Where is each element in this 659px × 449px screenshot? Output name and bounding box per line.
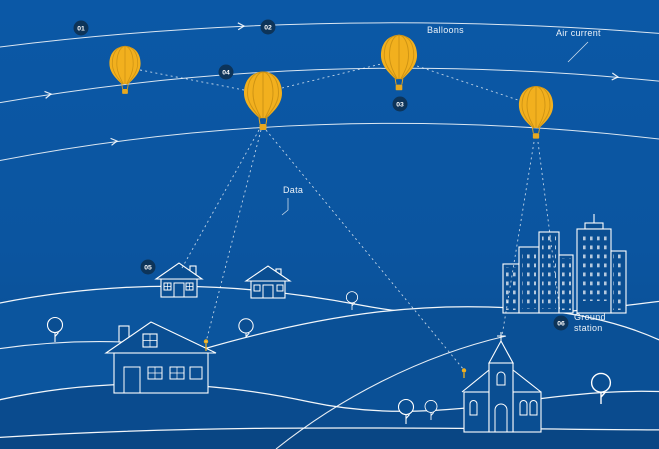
marker-05: 05 <box>140 259 156 275</box>
arrow-icon <box>44 90 53 99</box>
marker-04: 04 <box>218 64 234 80</box>
ground-station-label-line2: station <box>574 323 603 333</box>
air-current-lines <box>0 22 659 161</box>
marker-05-label: 05 <box>144 264 152 271</box>
marker-01-label: 01 <box>77 25 85 32</box>
church-icon <box>461 332 542 433</box>
air-current-arrow-icons <box>44 22 620 146</box>
air-current-label: Air current <box>556 28 601 38</box>
ground-station-label-line1: Ground <box>574 312 606 322</box>
balloons-label: Balloons <box>427 25 464 35</box>
small-house-icon <box>154 262 204 298</box>
city-skyline-icon <box>502 214 627 314</box>
marker-03: 03 <box>392 96 408 112</box>
marker-03-label: 03 <box>396 101 404 108</box>
marker-04-label: 04 <box>222 69 230 76</box>
marker-01: 01 <box>73 20 89 36</box>
marker-02-label: 02 <box>264 24 272 31</box>
hill-bottom <box>0 427 659 449</box>
data-label: Data <box>283 185 303 195</box>
marker-06-label: 06 <box>557 320 565 327</box>
arrow-icon <box>611 72 620 81</box>
arrow-icon <box>237 22 246 31</box>
air-current-leader-line <box>567 41 589 63</box>
data-leader-line <box>281 198 289 216</box>
hill-contour-sweep <box>275 335 507 449</box>
big-house-icon <box>104 321 217 394</box>
marker-02: 02 <box>260 19 276 35</box>
data-link-lines <box>139 63 561 371</box>
cross-icon <box>497 332 505 341</box>
arrow-icon <box>110 137 119 146</box>
small-house-icon <box>244 265 292 299</box>
church-antenna-icon <box>461 368 467 378</box>
marker-06: 06 <box>553 315 569 331</box>
